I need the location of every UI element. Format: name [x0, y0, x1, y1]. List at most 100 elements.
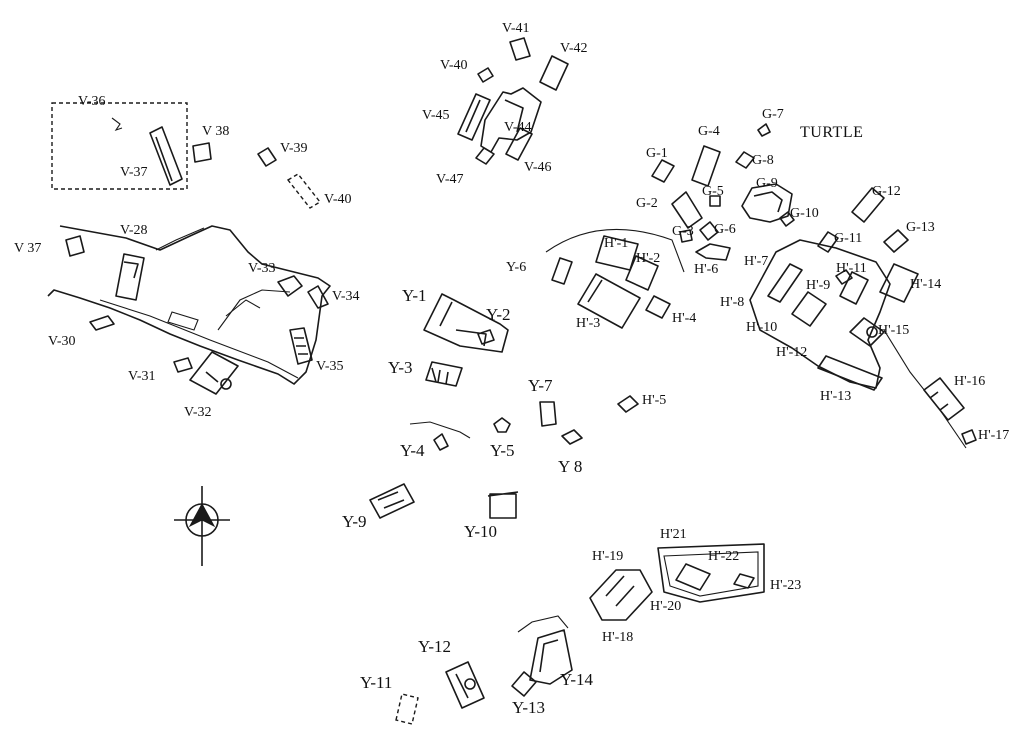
label-y1: Y-1 [402, 286, 427, 305]
structure-v37b [149, 126, 183, 186]
label-h16: H'-16 [954, 374, 985, 389]
feature-y12 [464, 678, 476, 690]
label-y7: Y-7 [528, 376, 553, 395]
structure-y3 [425, 361, 463, 387]
structure-v31 [173, 357, 193, 373]
label-g7: G-7 [762, 107, 784, 122]
structure-v42 [539, 55, 569, 91]
label-h1: H'-1 [604, 236, 628, 251]
enclosure-h21 [657, 543, 765, 603]
structure-v38 [192, 142, 212, 163]
structure-y11 [395, 693, 419, 725]
structure-v37 [65, 235, 85, 257]
label-g5: G-5 [702, 184, 724, 199]
structure-h11 [839, 271, 869, 305]
label-y4: Y-4 [400, 441, 425, 460]
label-h7: H'-7 [744, 254, 768, 269]
structure-h6 [695, 243, 731, 261]
label-y5: Y-5 [490, 441, 515, 460]
label-y10: Y-10 [464, 522, 497, 541]
compound-h8 [749, 239, 891, 389]
label-h20: H'-20 [650, 599, 681, 614]
structure-h4 [645, 295, 671, 319]
compound-inner-wall [99, 227, 299, 379]
label-v30: V-30 [48, 334, 76, 349]
structure-v35 [289, 327, 313, 365]
label-h21: H'21 [660, 527, 687, 542]
structure-h23 [733, 573, 755, 589]
structure-v40 [286, 173, 322, 209]
structure-g2 [671, 191, 703, 229]
structure-g7 [757, 123, 771, 137]
structure-h9 [791, 291, 827, 327]
label-h3: H'-3 [576, 316, 600, 331]
structure-v45 [457, 93, 491, 141]
structure-g1 [651, 159, 675, 183]
structure-v32 [189, 351, 239, 395]
wall-y14 [517, 615, 569, 633]
label-y11: Y-11 [360, 673, 392, 692]
label-h18: H'-18 [602, 630, 633, 645]
label-g12: G-12 [872, 184, 901, 199]
label-y2: Y-2 [486, 305, 511, 324]
structure-y2 [477, 329, 495, 345]
structure-h2 [625, 255, 659, 291]
structure-v47 [475, 147, 495, 165]
label-v28: V-28 [120, 223, 148, 238]
label-v36: V-36 [78, 94, 106, 109]
label-v47: V-47 [436, 172, 464, 187]
label-v37b: V-37 [120, 165, 148, 180]
label-h4: H'-4 [672, 311, 696, 326]
structure-y13 [511, 671, 537, 697]
structure-y6-near [551, 257, 573, 285]
label-y12: Y-12 [418, 637, 451, 656]
label-y8: Y 8 [558, 457, 582, 476]
label-v44: V-44 [504, 120, 532, 135]
structure-y7 [539, 401, 557, 427]
structure-g6 [699, 221, 719, 241]
label-h12: H'-12 [776, 345, 807, 360]
structure-y12 [445, 661, 485, 709]
structure-g10 [779, 211, 795, 227]
structure-v34 [307, 285, 329, 309]
structure-h1 [595, 235, 639, 271]
label-v45: V-45 [422, 108, 450, 123]
label-v40: V-40 [324, 192, 352, 207]
label-h14: H'-14 [910, 277, 941, 292]
structure-v28 [115, 253, 145, 301]
structure-v39 [257, 147, 277, 167]
label-g8: G-8 [752, 153, 774, 168]
structure-g3 [679, 229, 693, 243]
label-v38: V 38 [202, 124, 229, 139]
structure-g9 [741, 183, 793, 223]
compound-west [47, 225, 331, 385]
label-v43: V-40 [440, 58, 468, 73]
label-h10: H'-10 [746, 320, 777, 335]
structure-h22 [675, 563, 711, 591]
label-v33: V-33 [248, 261, 276, 276]
structure-h17 [961, 429, 977, 445]
label-g3: G-3 [672, 224, 694, 239]
structure-y8 [561, 429, 583, 445]
label-g10: G-10 [790, 206, 819, 221]
structure-g12 [851, 187, 885, 223]
structure-h12 [835, 269, 853, 285]
label-g9: G-9 [756, 176, 778, 191]
structure-y9 [369, 483, 415, 519]
label-v37: V 37 [14, 241, 41, 256]
label-h11: H'-11 [836, 261, 867, 276]
label-h2: H'-2 [636, 251, 660, 266]
wall-y4 [409, 421, 471, 439]
label-g11: G-11 [834, 231, 862, 246]
label-g4: G-4 [698, 124, 720, 139]
label-v42: V-42 [560, 41, 588, 56]
label-g6: G-6 [714, 222, 736, 237]
interior-features [167, 299, 261, 331]
structure-v41 [509, 37, 531, 61]
label-h5: H'-5 [642, 393, 666, 408]
structure-h15 [849, 317, 885, 347]
label-turtle: TURTLE [800, 124, 863, 141]
label-h23: H'-23 [770, 578, 801, 593]
